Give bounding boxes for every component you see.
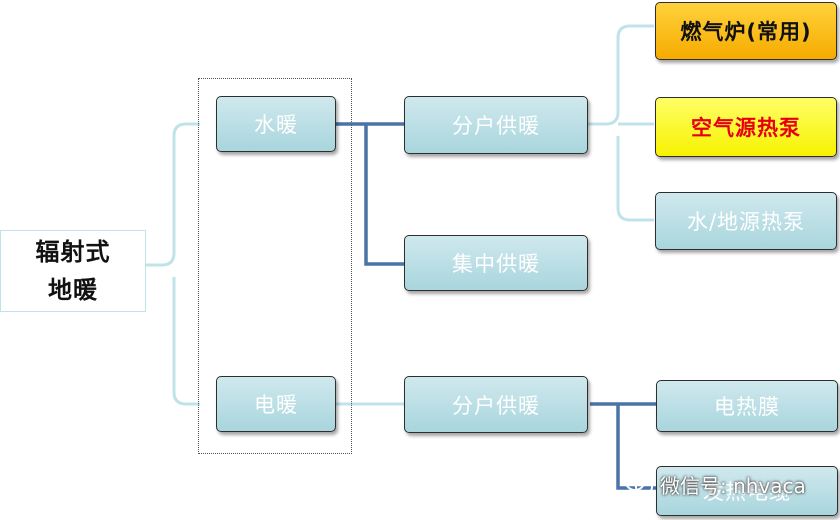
electric-household-connector	[590, 402, 656, 490]
heating-type-group	[198, 78, 352, 454]
water-central-node: 集中供暖	[404, 235, 588, 291]
category-water: 水暖	[216, 96, 336, 152]
option-air-source-heat-pump: 空气源热泵	[655, 97, 837, 157]
category-electric: 电暖	[216, 376, 336, 432]
option-electric-film: 电热膜	[656, 380, 838, 432]
option-water-ground-heat-pump: 水/地源热泵	[655, 192, 837, 250]
water-household-node: 分户供暖	[404, 96, 588, 154]
option-heating-cable: 发热电缆	[656, 466, 838, 516]
wechat-icon	[625, 473, 653, 495]
option-gas-boiler: 燃气炉(常用)	[655, 2, 837, 60]
water-household-bracket	[588, 24, 654, 222]
water-branch-connector	[336, 122, 404, 266]
electric-household-node: 分户供暖	[404, 376, 588, 433]
root-node: 辐射式 地暖	[0, 230, 146, 312]
root-bracket	[146, 122, 200, 406]
watermark-text: 微信号: nhvaca	[660, 473, 806, 498]
watermark: 微信号: nhvaca	[624, 470, 806, 498]
